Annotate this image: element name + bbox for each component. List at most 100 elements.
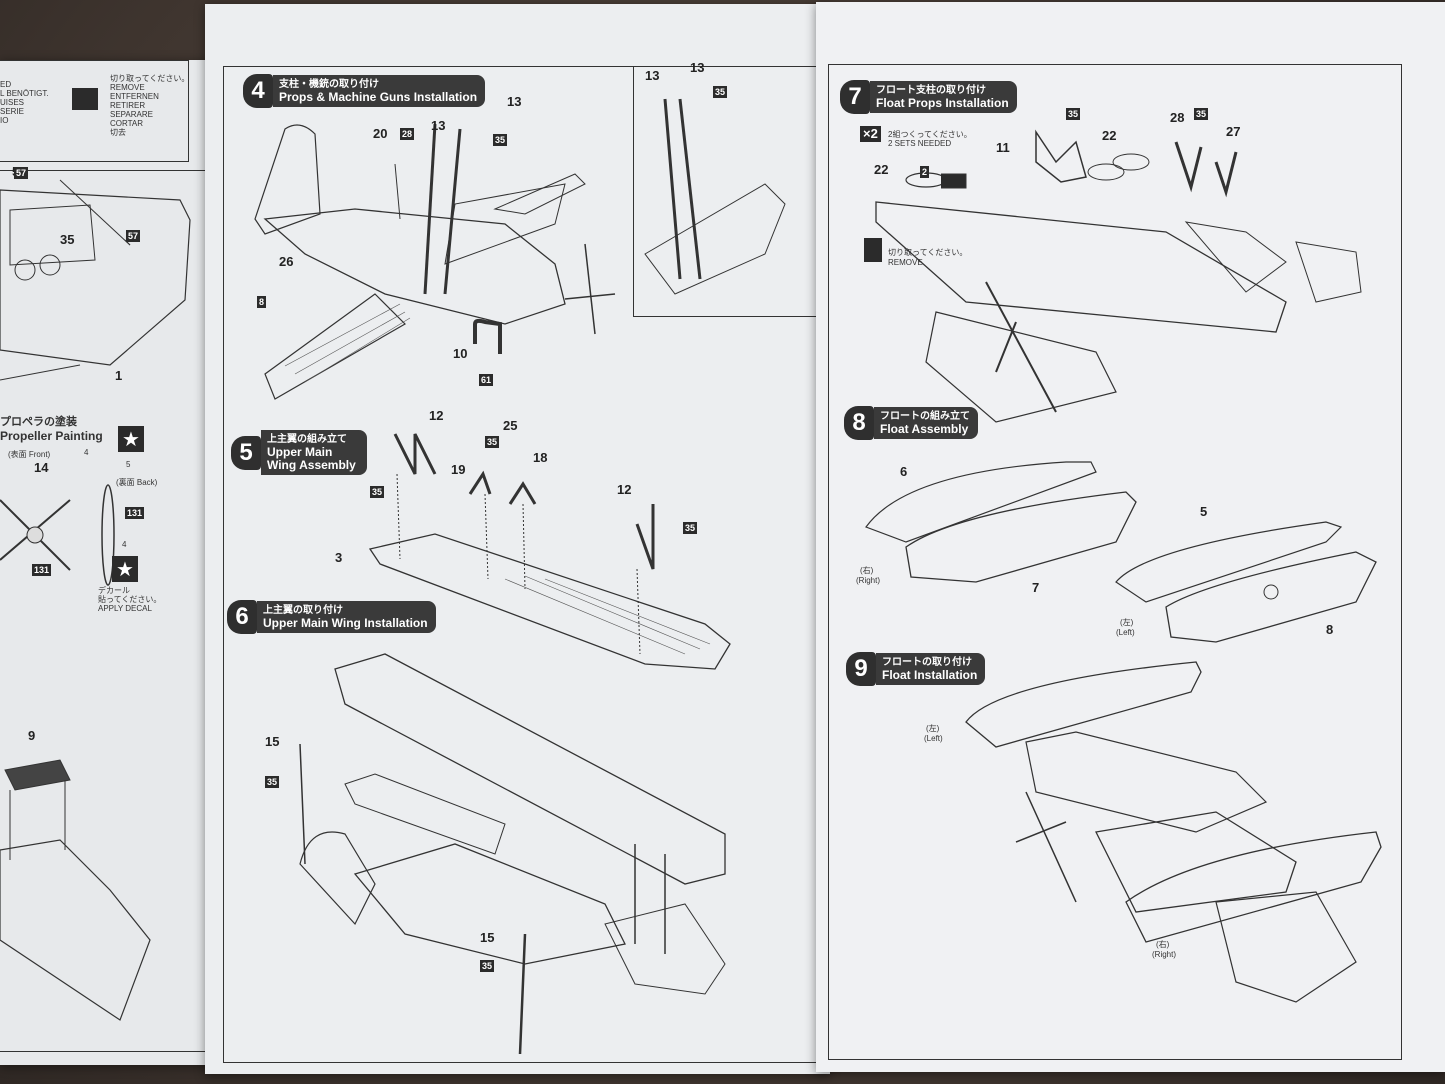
- step7-part-22: 22: [1102, 128, 1117, 143]
- step6-part-15-b: 15: [480, 930, 495, 945]
- step5-box-35-b: 35: [485, 436, 500, 448]
- step5-part-12-a: 12: [429, 408, 444, 423]
- detail-inset-frame: [633, 66, 822, 317]
- step8-part-8: 8: [1326, 622, 1334, 637]
- step8-part-5: 5: [1200, 504, 1208, 519]
- step9-right-jp: (右): [1156, 940, 1170, 949]
- step4-part-26: 26: [279, 254, 294, 269]
- step7-box-35-a: 35: [1066, 108, 1081, 120]
- part-9: 9: [28, 728, 36, 743]
- step7-part-27: 27: [1226, 124, 1241, 139]
- step-4-header: 4 支柱・機銃の取り付け Props & Machine Guns Instal…: [243, 74, 486, 108]
- decal-en: APPLY DECAL: [98, 604, 152, 613]
- right-page: 7 フロート支柱の取り付け Float Props Installation ×…: [816, 2, 1445, 1072]
- step5-box-35-a: 35: [370, 486, 385, 498]
- step4-part-10: 10: [453, 346, 468, 361]
- paint-131-a: 131: [125, 507, 145, 519]
- step8-part-6: 6: [900, 464, 908, 479]
- right-frame: [828, 64, 1402, 1060]
- step-9-header: 9 フロートの取り付け Float Installation: [846, 652, 986, 686]
- step-7-number: 7: [840, 80, 870, 114]
- step6-part-15-a: 15: [265, 734, 280, 749]
- step5-part-19: 19: [451, 462, 466, 477]
- step-4-number: 4: [243, 74, 273, 108]
- step7-multiplier: ×2: [860, 126, 881, 142]
- star-icon: ★: [118, 426, 144, 452]
- paint-131-b: 131: [32, 564, 52, 576]
- step9-right-en: (Right): [1152, 950, 1177, 959]
- front-label: (表面 Front): [8, 450, 51, 459]
- step7-sets-jp: 2組つくってください。: [888, 130, 972, 139]
- remove-icon: [72, 88, 98, 110]
- step9-left-jp: (左): [926, 724, 940, 733]
- decal-jp: デカール: [98, 586, 130, 595]
- remove-text: 切り取ってください。 REMOVE ENTFERNEN RETIRER SEPA…: [110, 74, 190, 137]
- step5-part-3: 3: [335, 550, 343, 565]
- step-9-number: 9: [846, 652, 876, 686]
- step7-sets-en: 2 SETS NEEDED: [888, 139, 952, 148]
- step-6-header: 6 上主翼の取り付け Upper Main Wing Installation: [227, 600, 436, 634]
- right-drawings: [865, 129, 1382, 1003]
- part-14: 14: [34, 460, 49, 475]
- step7-part-22-detail: 22: [874, 162, 889, 177]
- step8-left-jp: (左): [1120, 618, 1134, 627]
- step4-part-20: 20: [373, 126, 388, 141]
- step-9-label: フロートの取り付け Float Installation: [876, 653, 986, 685]
- step7-part-11: 11: [996, 140, 1010, 155]
- left-fuselage-drawing: [0, 179, 191, 1021]
- inset-part-13-a: 13: [645, 68, 660, 83]
- left-page: ED L BENÖTIGT. UISES SERIE IO 切り取ってください。…: [0, 60, 232, 1065]
- back-label: (裏面 Back): [116, 478, 158, 487]
- step4-part-13-b: 13: [507, 94, 522, 109]
- step-5-header: 5 上主翼の組み立て Upper Main Wing Assembly: [231, 430, 367, 475]
- step5-part-25: 25: [503, 418, 518, 433]
- step-4-label: 支柱・機銃の取り付け Props & Machine Guns Installa…: [273, 75, 486, 107]
- inset-box-35: 35: [713, 86, 728, 98]
- inset-part-13-b: 13: [690, 60, 705, 75]
- step8-right-en: (Right): [856, 576, 881, 585]
- step-6-number: 6: [227, 600, 257, 634]
- step7-remove-jp: 切り取ってください。: [888, 248, 968, 257]
- propeller-painting-en: Propeller Painting: [0, 429, 103, 443]
- step5-part-18: 18: [533, 450, 548, 465]
- part-box-57-b: 57: [126, 230, 141, 242]
- paint-5: 5: [126, 460, 131, 469]
- step-7-header: 7 フロート支柱の取り付け Float Props Installation: [840, 80, 1017, 114]
- step-8-header: 8 フロートの組み立て Float Assembly: [844, 406, 978, 440]
- step4-box-8: 8: [257, 296, 267, 308]
- step-6-label: 上主翼の取り付け Upper Main Wing Installation: [257, 601, 436, 633]
- step8-left-en: (Left): [1116, 628, 1135, 637]
- middle-page: 4 支柱・機銃の取り付け Props & Machine Guns Instal…: [205, 4, 830, 1074]
- legend-left-text: ED L BENÖTIGT. UISES SERIE IO: [0, 80, 49, 125]
- part-box-57: 57: [14, 167, 29, 179]
- propeller-painting-jp: プロペラの塗装: [0, 416, 77, 428]
- step-8-label: フロートの組み立て Float Assembly: [874, 407, 978, 439]
- step4-part-13-a: 13: [431, 118, 446, 133]
- step7-remove-en: REMOVE: [888, 258, 923, 267]
- step4-box-61: 61: [479, 374, 494, 386]
- step4-box-35: 35: [493, 134, 508, 146]
- step8-right-jp: (右): [860, 566, 874, 575]
- step5-part-12-b: 12: [617, 482, 632, 497]
- step-7-label: フロート支柱の取り付け Float Props Installation: [870, 81, 1017, 113]
- remove-legend-box: [0, 60, 189, 162]
- step5-box-35-c: 35: [683, 522, 698, 534]
- step7-box-35-b: 35: [1194, 108, 1209, 120]
- step6-box-35-a: 35: [265, 776, 280, 788]
- step-5-label: 上主翼の組み立て Upper Main Wing Assembly: [261, 430, 367, 475]
- part-1: 1: [115, 368, 123, 383]
- paint-4-b: 4: [122, 540, 127, 549]
- paint-4-a: 4: [84, 448, 89, 457]
- middle-drawings: [254, 98, 786, 1055]
- step9-left-en: (Left): [924, 734, 943, 743]
- step-5-number: 5: [231, 435, 261, 470]
- remove-icon: [864, 238, 882, 262]
- part-35: 35: [60, 232, 75, 247]
- decal-jp-2: 貼ってください。: [98, 595, 162, 604]
- step7-part-28: 28: [1170, 110, 1185, 125]
- step-8-number: 8: [844, 406, 874, 440]
- star-icon-decal: ★: [112, 556, 138, 582]
- step6-box-35-b: 35: [480, 960, 495, 972]
- step8-part-7: 7: [1032, 580, 1040, 595]
- step4-box-28: 28: [400, 128, 415, 140]
